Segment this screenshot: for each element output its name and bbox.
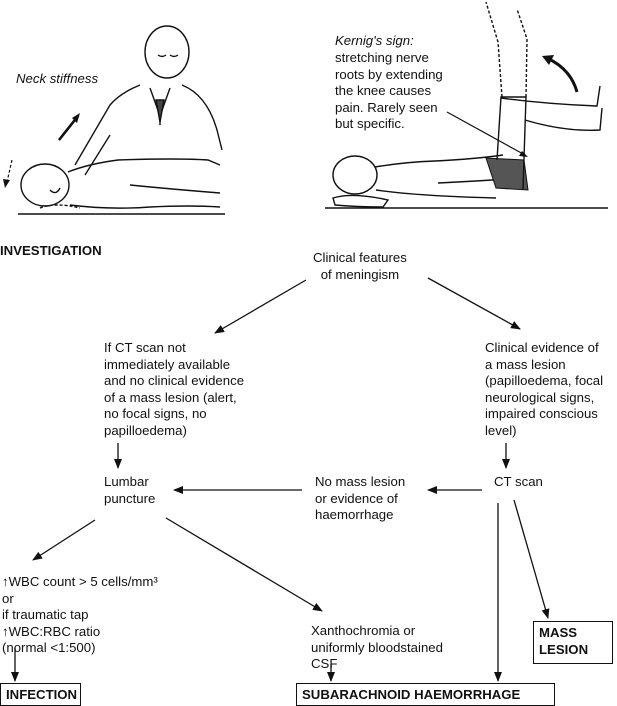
node-lumbar-puncture: Lumbar puncture [104,474,156,506]
clinical-illustrations [3,1,608,215]
section-heading: INVESTIGATION [0,243,102,258]
kernig-sign-illustration [325,1,608,209]
node-no-mass-lesion: No mass lesion or evidence of haemorrhag… [315,474,406,523]
node-xanthochromia: Xanthochromia or uniformly bloodstained … [311,623,443,672]
node-wbc-count: ↑WBC count > 5 cells/mm³ or if traumatic… [2,574,158,656]
arrow-start-to-mass-evidence [427,277,521,330]
node-clinical-features: Clinical features of meningism [313,250,407,282]
leg-extension-arrow-icon [542,55,579,93]
kernig-pointer-arrow-icon [446,111,528,157]
arrow-lumbar-to-xantho [165,517,323,612]
kernig-sign-caption: stretching nerve roots by extending the … [335,50,443,132]
neck-arrow-up-icon [57,113,80,141]
neck-stiffness-caption: Neck stiffness [16,71,99,86]
node-mass-lesion-evidence: Clinical evidence of a mass lesion (papi… [485,340,604,438]
arrow-start-to-no-ct [214,279,307,334]
kernig-sign-title: Kernig's sign: [335,33,414,48]
node-ct-scan: CT scan [494,474,543,489]
arrow-lumbar-to-wbc [32,519,96,561]
arrow-ct-to-mass-lesion [513,499,550,619]
outcome-subarachnoid-haemorrhage: SUBARACHNOID HAEMORRHAGE [296,683,555,706]
outcome-infection: INFECTION [0,683,81,706]
node-no-ct-available: If CT scan not immediately available and… [104,340,245,438]
head-arrow-down-dashed-icon [3,159,13,188]
outcome-mass-lesion: MASS LESION [533,621,613,664]
neck-stiffness-illustration [18,25,225,215]
